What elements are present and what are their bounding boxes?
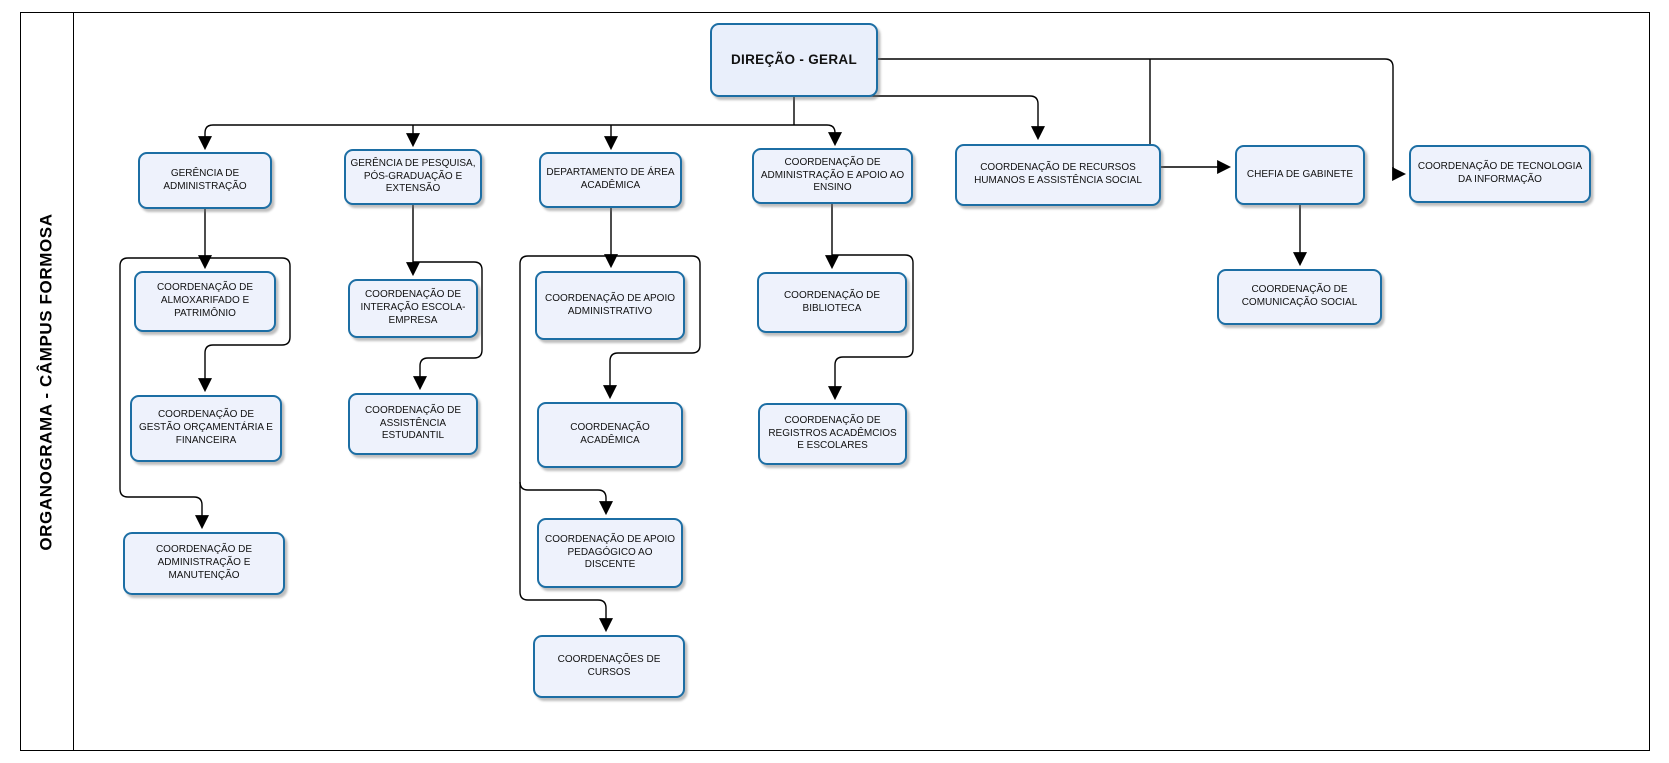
org-node-coord-almoxarifado: COORDENAÇÃO DE ALMOXARIFADO E PATRIMÔNIO [134, 271, 276, 332]
org-node-coord-gestao-orcamentaria: COORDENAÇÃO DE GESTÃO ORÇAMENTÁRIA E FIN… [130, 395, 282, 462]
org-node-departamento-area-academica: DEPARTAMENTO DE ÁREA ACADÊMICA [539, 152, 682, 208]
org-node-label: DIREÇÃO - GERAL [731, 52, 857, 68]
org-node-label: COORDENAÇÃO DE RECURSOS HUMANOS E ASSIST… [974, 162, 1142, 186]
org-node-label: COORDENAÇÃO DE ADMINISTRAÇÃO E MANUTENÇÃ… [155, 544, 253, 581]
org-node-gerencia-pesquisa: GERÊNCIA DE PESQUISA, PÓS-GRADUAÇÃO E EX… [344, 149, 482, 205]
org-node-label: COORDENAÇÃO DE REGISTROS ACADÊMCIOS E ES… [768, 414, 897, 452]
org-node-label: COORDENAÇÃO DE BIBLIOTECA [783, 289, 881, 314]
org-node-label: GERÊNCIA DE PESQUISA, PÓS-GRADUAÇÃO E EX… [350, 157, 476, 195]
org-node-label: COORDENAÇÃO DE ALMOXARIFADO E PATRIMÔNIO [156, 282, 254, 319]
org-node-label: COORDENAÇÃO DE ASSISTÊNCIA ESTUDANTIL [364, 404, 462, 442]
org-node-label: COORDENAÇÃO DE APOIO ADMINISTRATIVO [544, 292, 676, 317]
org-node-coord-comunicacao-social: COORDENAÇÃO DE COMUNICAÇÃO SOCIAL [1217, 269, 1382, 325]
org-node-coord-recursos-humanos: COORDENAÇÃO DE RECURSOS HUMANOS E ASSIST… [955, 144, 1161, 206]
org-node-coord-assistencia-estudantil: COORDENAÇÃO DE ASSISTÊNCIA ESTUDANTIL [348, 393, 478, 455]
org-node-label: COORDENAÇÃO DE INTERAÇÃO ESCOLA- EMPRESA [360, 289, 466, 326]
org-node-coord-tecnologia-informacao: COORDENAÇÃO DE TECNOLOGIA DA INFORMAÇÃO [1409, 145, 1591, 203]
sidebar-title-cell: ORGANOGRAMA - CÂMPUS FORMOSA [20, 12, 74, 751]
org-node-gerencia-administracao: GERÊNCIA DE ADMINISTRAÇÃO [138, 152, 272, 209]
org-node-coord-academica: COORDENAÇÃO ACADÊMICA [537, 402, 683, 468]
org-node-label: CHEFIA DE GABINETE [1246, 168, 1354, 180]
org-node-label: COORDENAÇÃO ACADÊMICA [570, 422, 650, 446]
org-node-coord-apoio-pedagogico: COORDENAÇÃO DE APOIO PEDAGÓGICO AO DISCE… [537, 518, 683, 588]
org-node-coord-apoio-administrativo: COORDENAÇÃO DE APOIO ADMINISTRATIVO [535, 271, 685, 340]
org-node-label: COORDENAÇÃO DE TECNOLOGIA DA INFORMAÇÃO [1417, 161, 1583, 185]
org-node-coord-biblioteca: COORDENAÇÃO DE BIBLIOTECA [757, 272, 907, 333]
org-node-label: COORDENAÇÃO DE ADMINISTRAÇÃO E APOIO AO … [760, 156, 905, 194]
org-node-coordenacoes-cursos: COORDENAÇÕES DE CURSOS [533, 635, 685, 698]
org-node-direcao-geral: DIREÇÃO - GERAL [710, 23, 878, 97]
org-node-label: COORDENAÇÕES DE CURSOS [557, 653, 661, 678]
org-node-coord-administracao-manutencao: COORDENAÇÃO DE ADMINISTRAÇÃO E MANUTENÇÃ… [123, 532, 285, 595]
org-node-chefia-gabinete: CHEFIA DE GABINETE [1235, 145, 1365, 205]
org-node-label: COORDENAÇÃO DE COMUNICAÇÃO SOCIAL [1241, 284, 1358, 308]
org-node-label: COORDENAÇÃO DE APOIO PEDAGÓGICO AO DISCE… [544, 533, 676, 571]
org-node-coord-interacao-escola-empresa: COORDENAÇÃO DE INTERAÇÃO ESCOLA- EMPRESA [348, 279, 478, 338]
org-node-label: GERÊNCIA DE ADMINISTRAÇÃO [163, 167, 247, 192]
org-node-label: DEPARTAMENTO DE ÁREA ACADÊMICA [546, 167, 675, 191]
org-node-label: COORDENAÇÃO DE GESTÃO ORÇAMENTÁRIA E FIN… [139, 409, 273, 446]
org-node-coord-administracao-apoio-ensino: COORDENAÇÃO DE ADMINISTRAÇÃO E APOIO AO … [752, 148, 913, 204]
org-node-coord-registros-academicos: COORDENAÇÃO DE REGISTROS ACADÊMCIOS E ES… [758, 403, 907, 465]
